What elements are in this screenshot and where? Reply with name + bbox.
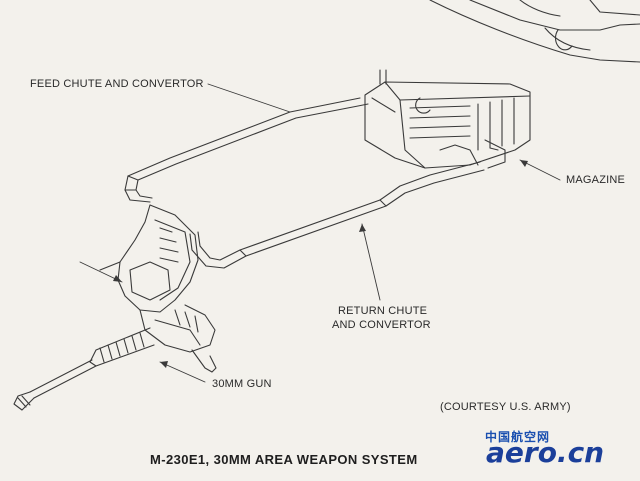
leader-arrowheads: [113, 160, 528, 368]
label-magazine: MAGAZINE: [566, 174, 626, 186]
label-return-chute-line1: RETURN CHUTE: [338, 305, 428, 317]
leader-lines: [79, 83, 561, 383]
helicopter-fuselage-fragment: [429, 0, 640, 63]
return-chute: [189, 161, 485, 269]
label-return-chute-line2: AND CONVERTOR: [332, 319, 431, 331]
watermark-logo-text: aero.cn: [486, 436, 605, 469]
label-courtesy: (COURTESY U.S. ARMY): [440, 401, 571, 413]
watermark-chinese-text: 中国航空网: [485, 430, 551, 444]
figure-caption: M-230E1, 30MM AREA WEAPON SYSTEM: [150, 452, 418, 467]
leader-feed-chute: [207, 83, 291, 113]
label-feed-chute: FEED CHUTE AND CONVERTOR: [30, 78, 204, 90]
magazine-box: [364, 69, 531, 169]
leader-gun: [159, 361, 206, 383]
gun-mechanism: [99, 204, 217, 373]
feed-chute: [124, 97, 369, 203]
gun-barrel: [13, 327, 155, 411]
label-gun: 30MM GUN: [212, 378, 272, 390]
leader-return-chute: [361, 223, 381, 301]
